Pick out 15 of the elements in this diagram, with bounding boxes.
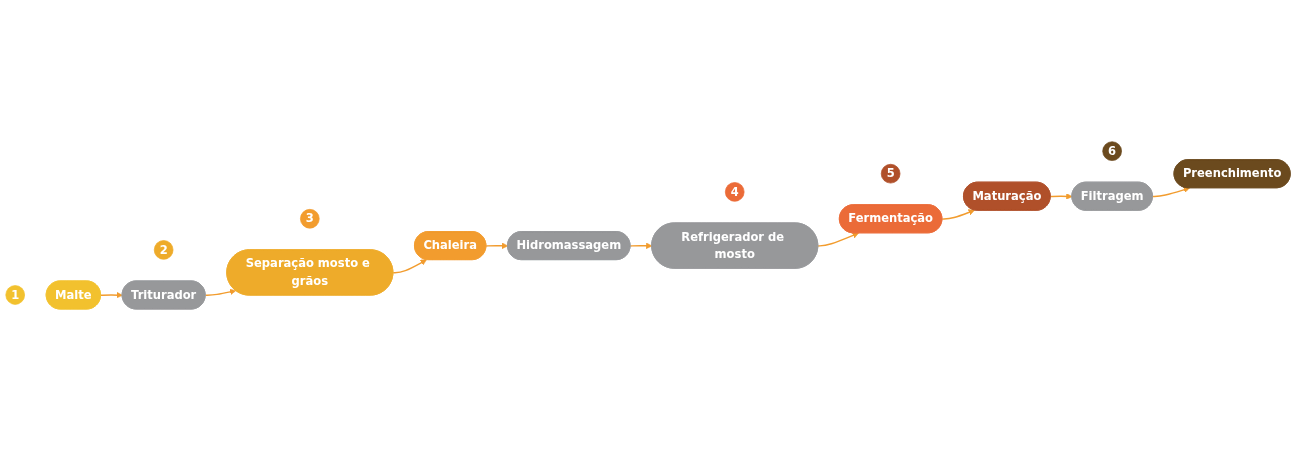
node-circle: 2 (153, 240, 174, 260)
node-circle: 5 (880, 164, 901, 184)
arrow (941, 209, 975, 220)
node-circle: 3 (300, 209, 320, 229)
arrow (485, 242, 509, 250)
node-circle: 1 (5, 285, 25, 305)
arrow (100, 292, 123, 299)
arrow (1049, 193, 1073, 200)
node-circle: 4 (724, 182, 745, 202)
node-circle: 6 (1102, 141, 1122, 162)
arrow (629, 242, 653, 250)
arrow (817, 232, 859, 247)
arrow (204, 288, 237, 297)
arrow (392, 259, 427, 274)
arrow (1152, 186, 1190, 198)
